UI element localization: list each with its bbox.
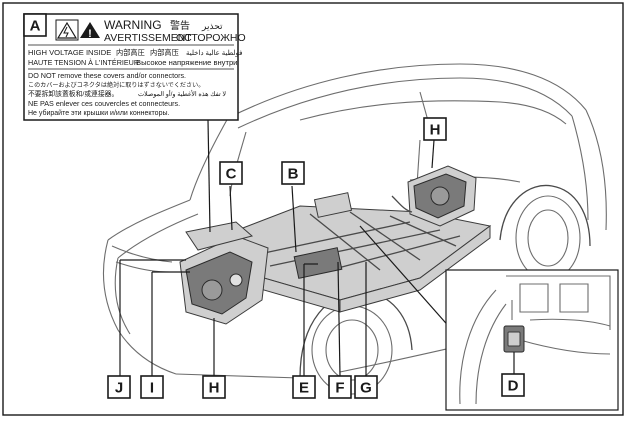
svg-text:F: F [335, 380, 344, 397]
warning-word-fr: AVERTISSEMENT [104, 32, 192, 44]
svg-text:D: D [508, 378, 519, 395]
do-not-remove-ar: لا تفك هذه الأغطية و/أو الموصلات [138, 89, 226, 98]
svg-text:E: E [299, 380, 309, 397]
hv-battery-pack [221, 192, 492, 313]
warning-label-tag: A [30, 18, 41, 35]
do-not-remove-ru: Не убирайте эти крышки и/или коннекторы. [28, 109, 170, 117]
hv-inside-en: HIGH VOLTAGE INSIDE [28, 48, 111, 57]
do-not-remove-cn: 不要拆卸該蓋板和/或連接器。 [28, 89, 118, 98]
hv-inside-ar: فولطية عالية داخلية [186, 49, 242, 57]
inset-charge-port [445, 269, 619, 411]
warning-word-ru: ОСТОРОЖНО [176, 32, 246, 44]
warning-label: A ! WARNING 警告 تحذير AVERTISSEMENT ОСТОР… [23, 13, 246, 121]
exclamation-icon: ! [88, 28, 92, 40]
svg-text:H: H [430, 122, 441, 139]
hv-inside-ru: Высокое напряжение внутри [136, 58, 237, 67]
callout-d: D [501, 373, 525, 397]
shock-hazard-icon [56, 21, 78, 39]
do-not-remove-en: DO NOT remove these covers and/or connec… [28, 71, 186, 80]
svg-text:C: C [226, 166, 237, 183]
warning-label-border [23, 13, 239, 121]
front-motor-unit [179, 221, 269, 325]
warning-word-cn: 警告 [170, 19, 190, 32]
callout-h-top: H [423, 117, 447, 141]
warning-word-en: WARNING [104, 18, 162, 32]
do-not-remove-fr: NE PAS enlever ces couvercles et connect… [28, 99, 180, 108]
svg-text:B: B [288, 166, 299, 183]
lightning-icon [63, 26, 69, 38]
warning-word-ar: تحذير [201, 21, 223, 32]
callout-i: I [140, 375, 164, 399]
callout-e: E [292, 375, 316, 399]
rear-motor-unit [391, 165, 477, 227]
svg-text:G: G [360, 380, 372, 397]
inset-border [445, 269, 619, 411]
shock-hazard-icon-frame [55, 19, 79, 41]
callout-g: G [354, 375, 378, 399]
callout-f: F [328, 375, 352, 399]
svg-text:H: H [209, 380, 220, 397]
hv-inside-cn: 内部高压 [150, 48, 179, 57]
warning-triangle-icon [80, 22, 100, 38]
car-body-outline [102, 63, 607, 395]
callout-b: B [281, 161, 305, 185]
callout-j: J [107, 375, 131, 399]
do-not-remove-jp: このカバーおよびコネクタは絶対に取りはずさないでください。 [28, 81, 204, 89]
svg-text:J: J [115, 380, 123, 397]
callout-c: C [219, 161, 243, 185]
hv-inside-jp: 内部高圧 [116, 48, 145, 57]
hv-inside-fr: HAUTE TENSION À L'INTÉRIEUR [28, 58, 139, 67]
leader-lines [119, 119, 453, 377]
callout-h-bottom: H [202, 375, 226, 399]
svg-text:I: I [150, 380, 154, 397]
